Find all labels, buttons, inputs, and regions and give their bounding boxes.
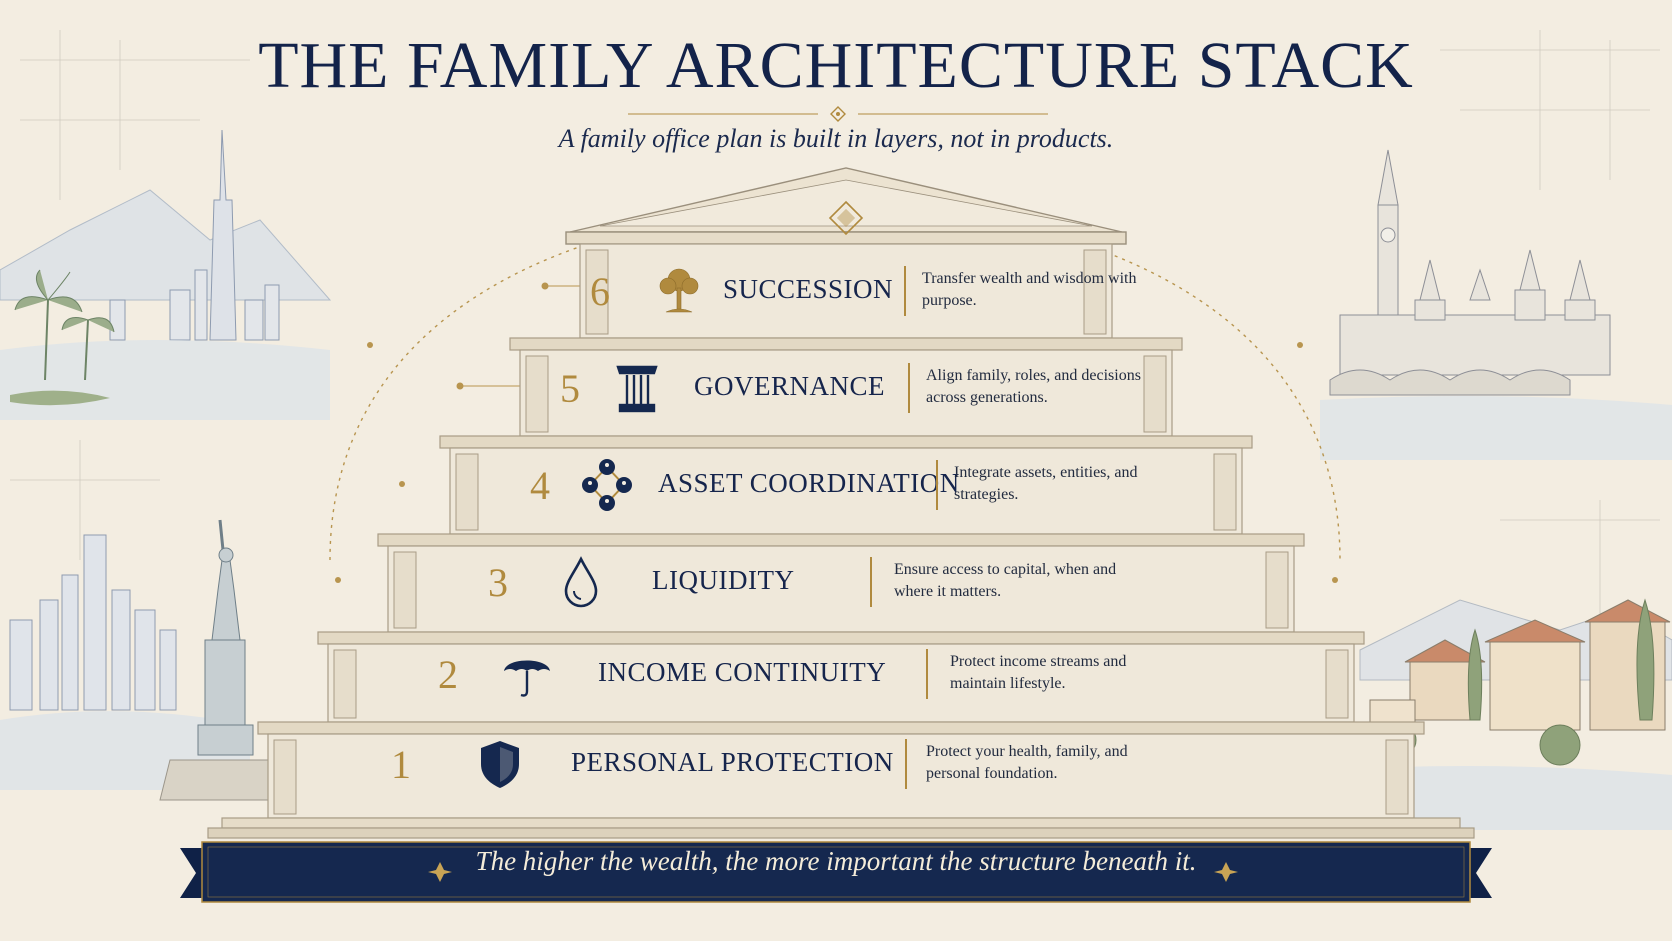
stack-tiers: [207, 243, 1475, 839]
star-right-icon: [1214, 862, 1238, 882]
layer-number: 5: [560, 366, 580, 411]
layer-number: 3: [488, 560, 508, 605]
layer-income-continuity: 2 INCOME CONTINUITY Protect income strea…: [428, 643, 1168, 703]
temple-pediment: [565, 167, 1127, 245]
layer-asset-coordination: 4 ASSET COORDINATION Integrate assets, e…: [520, 454, 1200, 514]
london-skyline: [1320, 149, 1672, 460]
layer-title: ASSET COORDINATION: [658, 468, 960, 498]
layer-liquidity: 3 LIQUIDITY Ensure access to capital, wh…: [478, 551, 1118, 611]
layer-separator: [905, 739, 907, 789]
title-divider: [628, 106, 1048, 122]
layer-title: PERSONAL PROTECTION: [571, 747, 894, 777]
layer-personal-protection: 1 PERSONAL PROTECTION Protect your healt…: [381, 733, 1181, 793]
layer-number: 1: [391, 742, 411, 787]
layer-description: Transfer wealth and wisdom with purpose.: [922, 270, 1137, 309]
layer-number: 4: [530, 463, 550, 508]
droplet-icon: [564, 556, 598, 608]
layer-succession: 6 SUCCESSION Transfer wealth and wisdom …: [580, 260, 1137, 320]
new-york-skyline: [0, 519, 291, 801]
layer-governance: 5 GOVERNANCE Align family, roles, and de…: [550, 357, 1150, 417]
diamond-ornament: [828, 200, 864, 236]
tier-1: [267, 733, 1415, 819]
dubai-skyline: [0, 129, 332, 420]
layer-description: Ensure access to capital, when and where…: [894, 561, 1117, 600]
layer-separator: [904, 266, 906, 316]
tree-icon: [659, 268, 699, 313]
pilasters: [273, 249, 1409, 815]
subtitle: A family office plan is built in layers,…: [558, 124, 1114, 153]
layer-title: INCOME CONTINUITY: [598, 657, 887, 687]
layer-number: 6: [590, 269, 610, 314]
blueprint-lines: [10, 30, 1660, 620]
layer-separator: [926, 649, 928, 699]
arc-dots: [335, 342, 1338, 583]
tier-4: [449, 447, 1243, 535]
network-icon: [582, 459, 632, 511]
tier-3: [387, 545, 1295, 633]
layer-number: 2: [438, 652, 458, 697]
page-title: THE FAMILY ARCHITECTURE STACK: [258, 29, 1414, 102]
layer-separator: [908, 363, 910, 413]
layer-description: Protect your health, family, and persona…: [926, 743, 1128, 782]
umbrella-icon: [504, 660, 550, 697]
column-icon: [616, 365, 658, 413]
star-left-icon: [428, 862, 452, 882]
layer-description: Protect income streams and maintain life…: [950, 653, 1127, 692]
layer-title: LIQUIDITY: [652, 565, 795, 595]
layer-separator: [870, 557, 872, 607]
layer-title: SUCCESSION: [723, 274, 894, 304]
tier-5: [519, 349, 1173, 437]
layer-title: GOVERNANCE: [694, 371, 885, 401]
shield-icon: [481, 741, 519, 788]
footer-tagline: The higher the wealth, the more importan…: [475, 846, 1197, 876]
layer-description: Align family, roles, and decisions acros…: [926, 367, 1141, 406]
layer-description: Integrate assets, entities, and strategi…: [954, 464, 1138, 503]
layer-separator: [936, 460, 938, 510]
footer-ribbon: [180, 841, 1492, 903]
